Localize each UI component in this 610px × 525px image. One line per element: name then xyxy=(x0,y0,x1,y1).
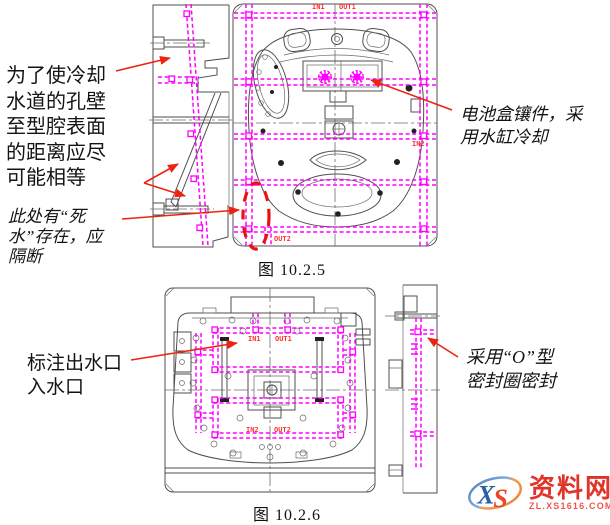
note-line: 采用“O”型 xyxy=(466,347,554,367)
note-line: 用水缸冷却 xyxy=(460,127,548,147)
note-line: 可能相等 xyxy=(6,167,86,189)
note-line: 入水口 xyxy=(27,377,85,398)
fig1-caption: 图 10.2.5 xyxy=(258,262,327,279)
fig2-port-label-in1: IN1 xyxy=(248,335,261,343)
water-cylinder-cooling-icon xyxy=(350,69,365,84)
fig2-caption: 图 10.2.6 xyxy=(253,507,322,524)
note-line: 密封圈密封 xyxy=(466,371,556,391)
note-line: 的距离应尽 xyxy=(6,141,106,164)
watermark-logo: X S xyxy=(468,476,522,513)
note-line: 至型腔表面 xyxy=(6,116,106,138)
fig2-section-view xyxy=(385,284,440,494)
dead-water-note: 此处有“死 水”存在，应 隔断 xyxy=(8,207,102,267)
cooling-wall-note: 为了使冷却 水道的孔壁 至型腔表面 的距离应尽 可能相等 xyxy=(6,64,106,192)
fig2-port-label-in2: IN2 xyxy=(246,426,259,434)
callout-arrow xyxy=(143,163,179,184)
fig2-port-label-out1: OUT1 xyxy=(275,335,292,343)
callout-overlay xyxy=(115,55,459,361)
callout-arrow xyxy=(427,337,459,358)
note-line: 此处有“死 xyxy=(8,207,86,226)
fig2-plan-view: IN1 OUT1 IN2 OUT2 xyxy=(164,287,376,493)
watermark-site-name: 资料网 xyxy=(529,473,610,503)
fig1-section-view xyxy=(149,3,233,248)
note-line: 标注出水口 xyxy=(27,353,123,374)
note-line: 水”存在，应 xyxy=(8,227,103,246)
callout-arrow xyxy=(143,182,186,198)
battery-box-insert xyxy=(302,60,383,92)
fig1-port-label-out2: OUT2 xyxy=(274,235,291,243)
note-line: 为了使冷却 xyxy=(6,65,106,87)
callout-arrow xyxy=(130,340,238,361)
watermark-logo-s: S xyxy=(493,484,508,513)
fig1-port-label-out1: OUT1 xyxy=(339,3,356,11)
fig1-port-label-in1: IN1 xyxy=(312,3,325,11)
fig1-plan-view: IN1 OUT1 IN2 OUT2 xyxy=(232,3,438,247)
callout-arrow xyxy=(121,206,240,220)
callout-arrow xyxy=(115,55,171,72)
dead-water-ellipse xyxy=(241,181,271,251)
watermark-site-url: ZL.XS1616.COM xyxy=(529,501,610,511)
note-line: 电池盒镶件，采 xyxy=(460,104,583,124)
fig1-port-label-in2: IN2 xyxy=(412,140,425,148)
watermark-logo-x: X xyxy=(476,480,496,509)
mark-ports-note: 标注出水口 入水口 xyxy=(27,352,122,400)
fig2-port-label-out2: OUT2 xyxy=(274,426,291,434)
callout-arrow xyxy=(370,79,453,111)
watermark: X S 资料网 ZL.XS1616.COM xyxy=(466,468,610,518)
note-line: 隔断 xyxy=(8,247,42,266)
battery-insert-note: 电池盒镶件，采 用水缸冷却 xyxy=(460,103,583,149)
note-line: 水道的孔壁 xyxy=(6,90,106,113)
water-cylinder-cooling-icon xyxy=(318,69,333,84)
o-ring-note: 采用“O”型 密封圈密封 xyxy=(466,345,556,393)
